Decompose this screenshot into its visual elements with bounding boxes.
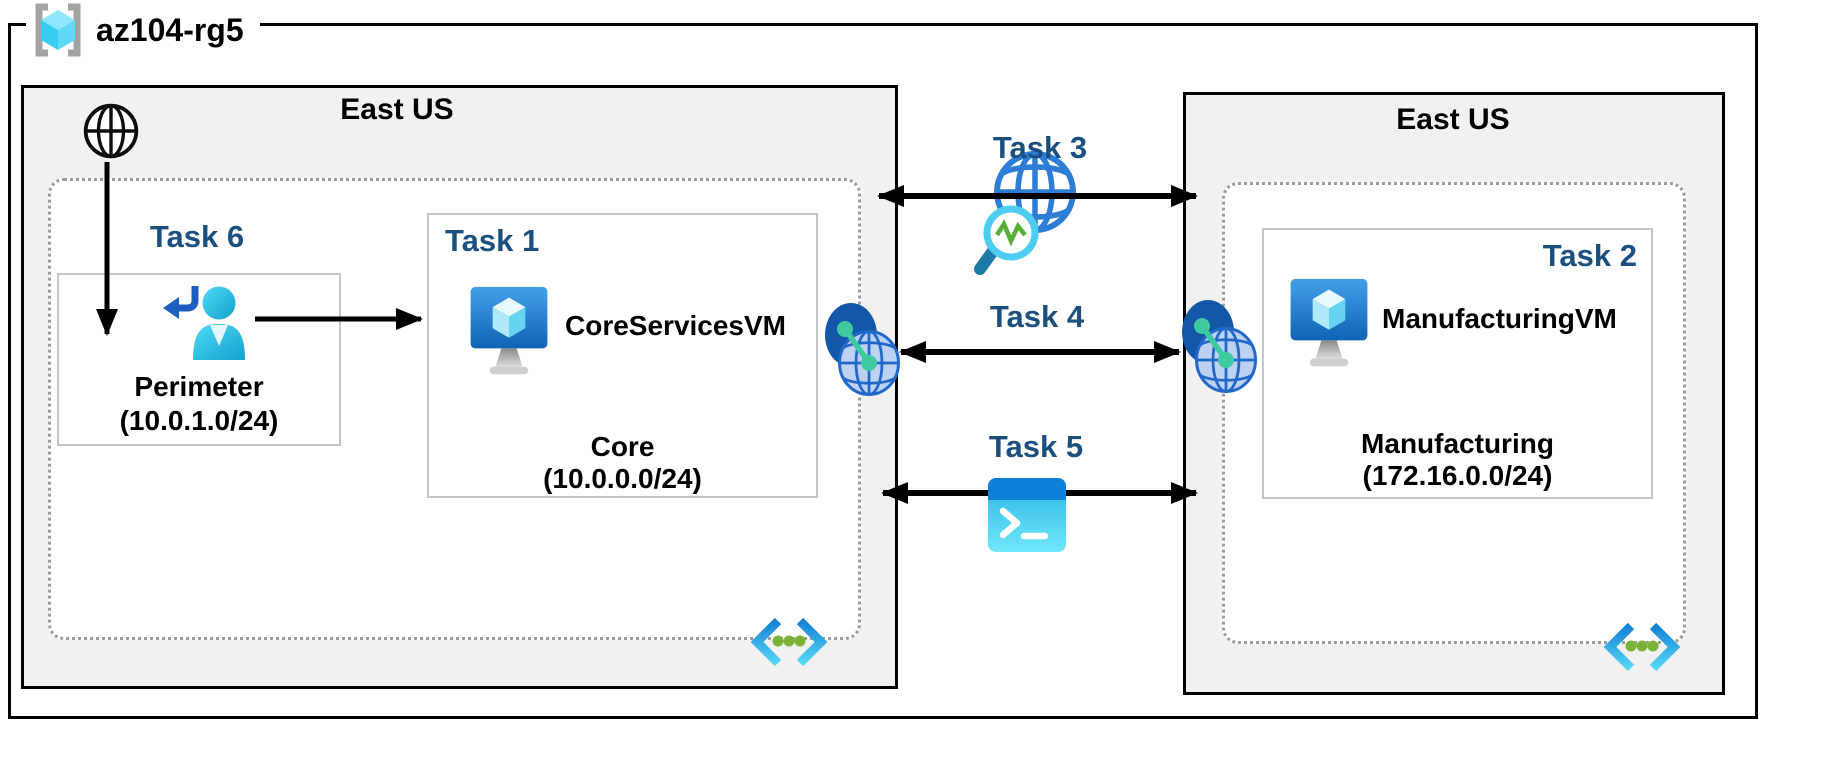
manufacturing-subnet-name: Manufacturing: [1361, 428, 1554, 459]
guest-user-icon: [162, 280, 250, 364]
resource-group-box: [8, 23, 1758, 719]
task5-label: Task 5: [988, 429, 1084, 464]
core-subnet-cidr: (10.0.0.0/24): [543, 463, 702, 494]
resource-group-name: az104-rg5: [96, 11, 244, 48]
vnet-code-icon-left: [751, 616, 827, 668]
manufacturing-subnet-cidr: (172.16.0.0/24): [1362, 460, 1553, 491]
vm-name-manufacturing: ManufacturingVM: [1382, 303, 1617, 334]
task2-label: Task 2: [1542, 238, 1637, 273]
internet-globe-icon: [82, 102, 140, 160]
manufacturing-subnet-box: Task 2 ManufacturingVM Manufacturing (17…: [1262, 228, 1653, 499]
core-subnet-box: Task 1 CoreServicesVM Core (10.0.0.0/24): [427, 213, 818, 498]
vm-icon-manufacturing: [1287, 277, 1371, 373]
perimeter-subnet-name: Perimeter: [134, 371, 264, 402]
core-subnet-name: Core: [590, 431, 655, 462]
vnet-peering-icon-right: [1181, 299, 1257, 393]
task6-label: Task 6: [149, 219, 245, 254]
resource-group-icon: [30, 1, 86, 59]
perimeter-subnet-box: Perimeter (10.0.1.0/24): [57, 273, 341, 446]
cloud-shell-icon: [988, 478, 1066, 552]
task1-label: Task 1: [445, 223, 540, 258]
region-title-right: East US: [1396, 103, 1510, 136]
resource-group-header: az104-rg5: [26, 0, 260, 60]
task4-label: Task 4: [989, 299, 1085, 334]
task3-label: Task 3: [992, 130, 1088, 165]
network-watcher-icon: [973, 147, 1093, 279]
region-title-left: East US: [340, 93, 454, 126]
vnet-peering-icon-left: [824, 302, 900, 396]
perimeter-subnet-cidr: (10.0.1.0/24): [119, 405, 279, 436]
vm-name-coreservices: CoreServicesVM: [565, 310, 787, 341]
vm-icon-coreservices: [467, 285, 551, 381]
vnet-code-icon-right: [1604, 621, 1680, 673]
